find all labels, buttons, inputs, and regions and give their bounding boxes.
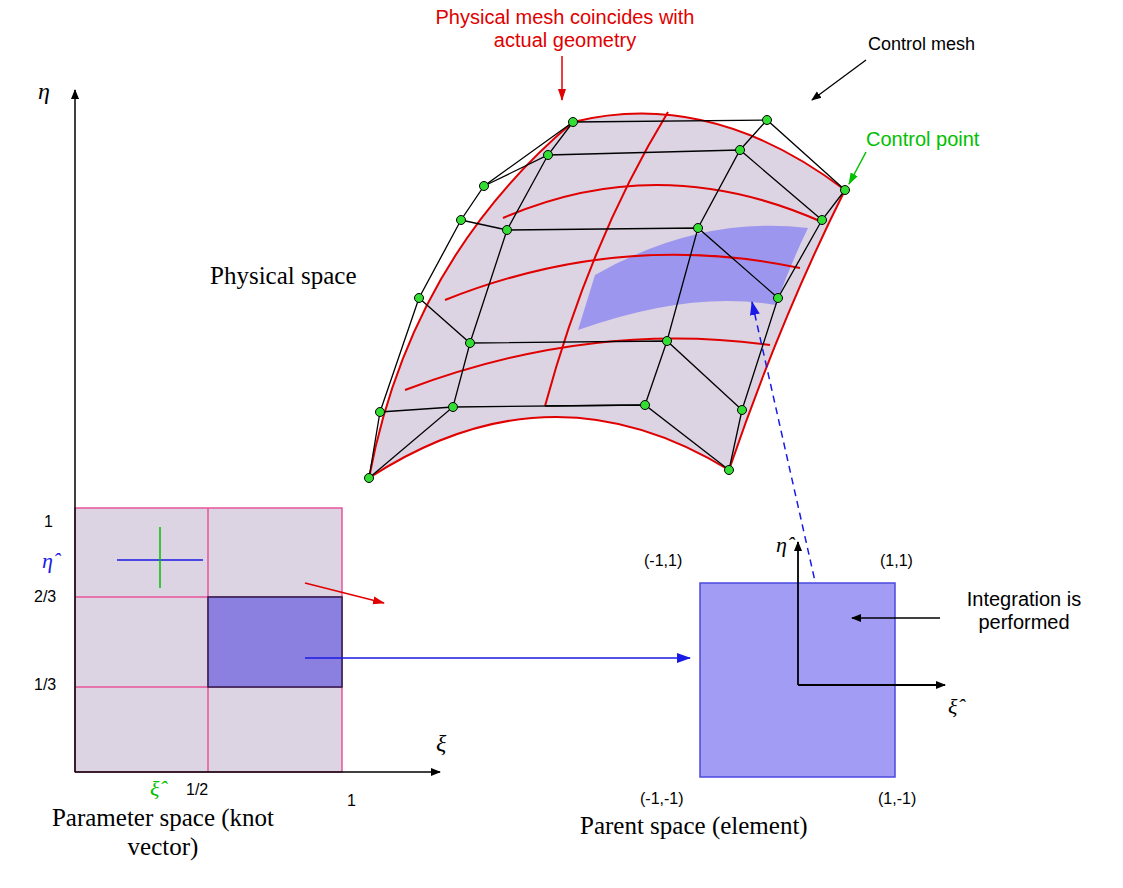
tick-label: 1 [347, 792, 356, 810]
axis-label: ξ̂ [948, 694, 957, 719]
mapping-arrow [305, 657, 690, 659]
axis-label: η̂ [776, 532, 787, 557]
leader-line [812, 60, 866, 100]
tick-label: 1/2 [186, 781, 208, 799]
corner-coordinate: (1,-1) [878, 790, 916, 808]
axis-label: ξ [436, 730, 446, 758]
parameter-space [75, 90, 440, 772]
space-title: Parent space (element) [580, 812, 808, 841]
tick-label: 2/3 [34, 588, 56, 606]
callout-text: Integration is performed [944, 588, 1104, 634]
corner-coordinate: (1,1) [880, 552, 913, 570]
axis-label: ξ̂ [150, 776, 159, 801]
axis-label: η̂ [42, 548, 53, 573]
parent-element [700, 542, 945, 777]
tick-label: 1 [44, 513, 53, 531]
mapping-arrow [752, 302, 826, 630]
physical-surface [365, 112, 850, 483]
corner-coordinate: (-1,-1) [640, 790, 684, 808]
tick-label: 1/3 [34, 676, 56, 694]
corner-coordinate: (-1,1) [644, 552, 682, 570]
callout-text: Control point [866, 128, 979, 151]
leader-line [849, 152, 866, 184]
callout-text: Physical mesh coincides with actual geom… [410, 6, 720, 52]
space-title: Parameter space (knot vector) [48, 804, 278, 862]
leader-line [561, 56, 563, 100]
space-title: Physical space [210, 262, 356, 291]
axis-label: η [38, 78, 50, 106]
mapping-arrow [305, 583, 384, 603]
leader-line [852, 617, 940, 618]
callout-text: Control mesh [868, 34, 975, 55]
